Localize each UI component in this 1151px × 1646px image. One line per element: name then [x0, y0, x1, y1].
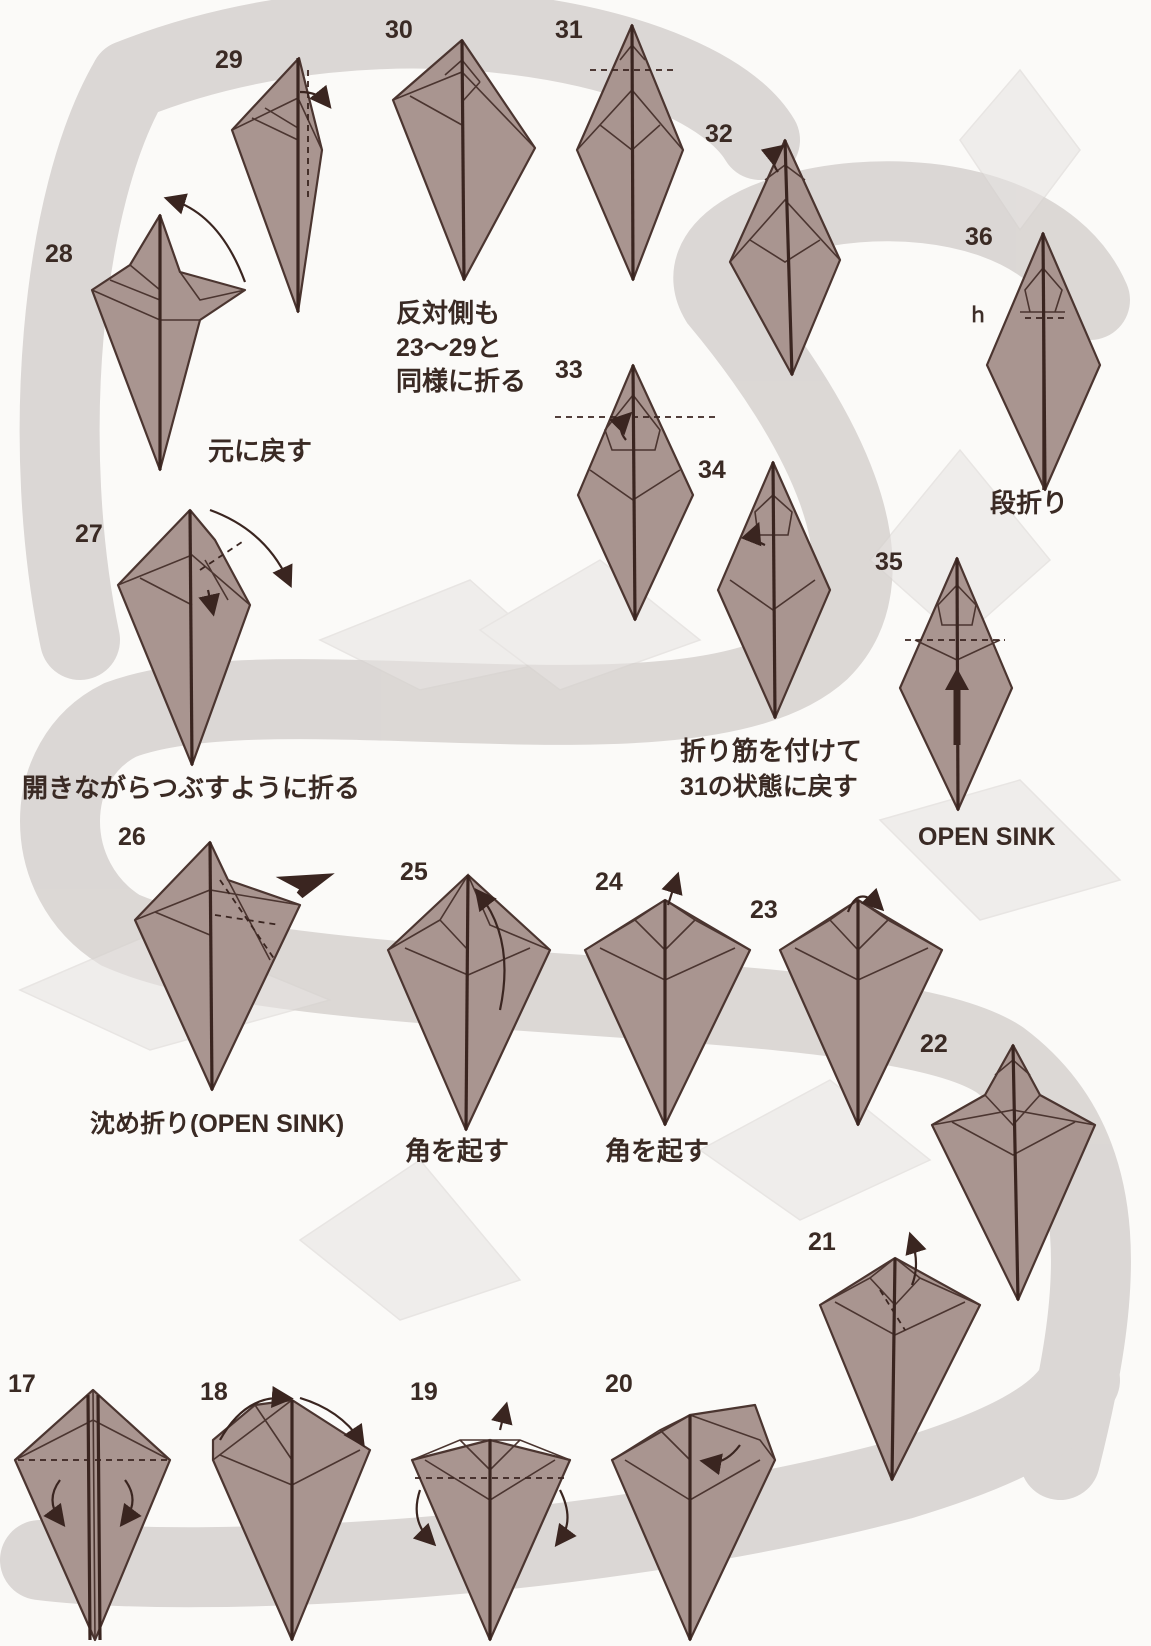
step-number-17: 17	[8, 1370, 36, 1398]
figure-step-32	[728, 138, 842, 377]
caption-step-28: 元に戻す	[208, 437, 312, 467]
step-number-18: 18	[200, 1378, 228, 1406]
figure-step-33	[555, 363, 715, 622]
step-number-20: 20	[605, 1370, 633, 1398]
caption-step-36: 段折り	[990, 488, 1068, 519]
caption-step-25: 角を起す	[405, 1136, 509, 1167]
figure-step-23	[778, 887, 944, 1127]
step-number-27: 27	[75, 520, 103, 548]
step-number-23: 23	[750, 896, 778, 924]
figure-step-20	[610, 1403, 777, 1642]
figure-step-36	[985, 231, 1102, 492]
caption-step-24: 角を起す	[605, 1136, 709, 1167]
caption-step-34-line2: 31の状態に戻す	[680, 772, 858, 801]
figure-step-30	[391, 38, 537, 282]
step-number-31: 31	[555, 16, 583, 44]
figure-step-18	[211, 1386, 372, 1642]
figure-step-28	[90, 193, 247, 472]
caption-step-27: 開きながらつぶすように折る	[22, 773, 360, 804]
figure-step-22	[930, 1043, 1097, 1302]
caption-step-26: 沈め折り(OPEN SINK)	[90, 1110, 344, 1138]
step-number-28: 28	[45, 240, 73, 268]
figure-step-19	[410, 1401, 577, 1642]
step-number-32: 32	[705, 120, 733, 148]
step-number-35: 35	[875, 548, 903, 576]
caption-step-30-line1: 反対側も	[396, 299, 500, 329]
figure-step-25	[386, 873, 552, 1132]
step-number-26: 26	[118, 823, 146, 851]
figure-step-17	[13, 1388, 172, 1642]
figure-step-24	[583, 871, 752, 1127]
step-number-24: 24	[595, 868, 623, 896]
figure-step-34	[716, 460, 832, 720]
step-number-22: 22	[920, 1030, 948, 1058]
background-band	[0, 0, 1131, 1608]
caption-step-30-line3: 同様に折る	[396, 366, 526, 397]
figure-step-27	[116, 508, 293, 767]
step-number-29: 29	[215, 46, 243, 74]
figure-step-29	[230, 56, 332, 314]
caption-step-34-line1: 折り筋を付けて	[680, 736, 862, 767]
step-number-36: 36	[965, 223, 993, 251]
step-number-19: 19	[410, 1378, 438, 1406]
caption-step-35: OPEN SINK	[918, 823, 1056, 851]
step-number-34: 34	[698, 456, 726, 484]
ghost-figures	[18, 68, 1122, 1321]
caption-step-30-line2: 23〜29と	[396, 334, 502, 362]
step-number-33: 33	[555, 356, 583, 384]
step-number-30: 30	[385, 16, 413, 44]
figure-step-21	[818, 1231, 982, 1482]
step-number-25: 25	[400, 858, 428, 886]
figure-step-31	[575, 23, 685, 282]
figure-step-35	[898, 556, 1014, 812]
figure-step-26	[133, 840, 335, 1092]
small-mark-36: ｈ	[968, 303, 988, 327]
step-number-21: 21	[808, 1228, 836, 1256]
